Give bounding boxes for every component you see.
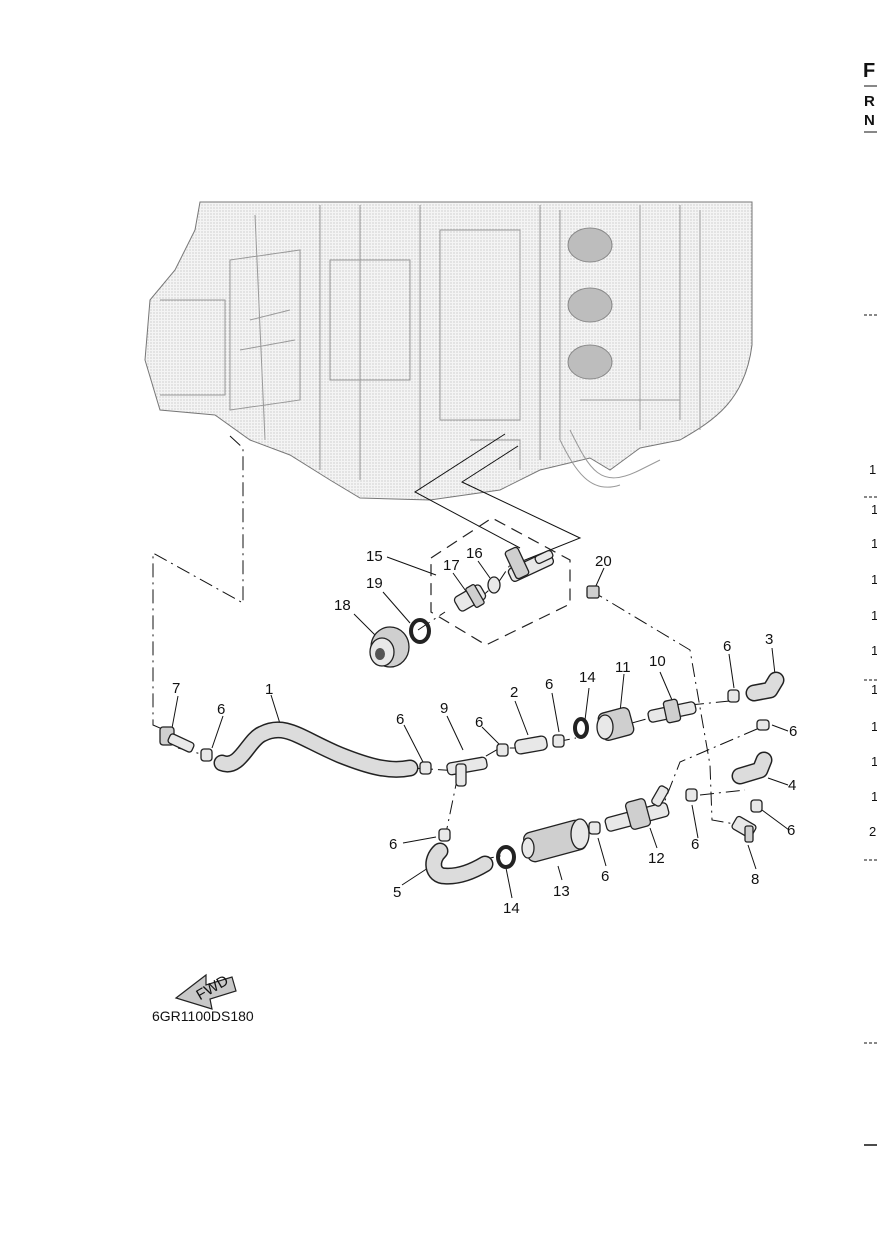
callout-6: 6 xyxy=(545,676,553,693)
edge-num: 2 xyxy=(869,824,876,839)
assembly-15-outline xyxy=(430,517,571,646)
callout-6: 6 xyxy=(389,836,397,853)
clip-6 xyxy=(552,734,565,748)
callout-12: 12 xyxy=(648,850,665,867)
edge-num: 1 xyxy=(871,502,877,517)
right-edge-page-text: F R N 1 1 1 1 1 1 1 1 1 1 2 xyxy=(863,60,877,1146)
callout-17: 17 xyxy=(443,557,460,574)
callout-6: 6 xyxy=(691,836,699,853)
callout-6: 6 xyxy=(396,711,404,728)
clip-6 xyxy=(685,788,698,802)
callout-3: 3 xyxy=(765,631,773,648)
edge-num: 1 xyxy=(871,719,877,734)
cap-18 xyxy=(369,626,410,668)
callouts: 1 2 3 4 5 6 6 6 6 6 6 6 6 6 6 7 8 9 10 1… xyxy=(172,545,797,917)
callout-6: 6 xyxy=(217,701,225,718)
clip-6 xyxy=(756,719,770,731)
edge-num: 1 xyxy=(871,754,877,769)
clip-6 xyxy=(200,748,213,762)
clamp-14 xyxy=(496,845,516,869)
callout-8: 8 xyxy=(751,871,759,888)
cap-11 xyxy=(596,707,635,741)
elbow-hose-3 xyxy=(745,671,785,702)
callout-20: 20 xyxy=(595,553,612,570)
callout-6: 6 xyxy=(601,868,609,885)
callout-2: 2 xyxy=(510,684,518,701)
callout-5: 5 xyxy=(393,884,401,901)
clip-6 xyxy=(438,828,451,842)
fwd-label: FWD xyxy=(193,972,231,1004)
clamp-19 xyxy=(409,618,431,644)
callout-6: 6 xyxy=(789,723,797,740)
fitting-17 xyxy=(453,584,487,612)
clip-6 xyxy=(588,821,601,835)
engine-block-illustration xyxy=(144,201,753,501)
parts xyxy=(159,546,785,885)
diagram-code: 6GR1100DS180 xyxy=(152,1008,254,1024)
hose-2 xyxy=(514,735,548,755)
callout-19: 19 xyxy=(366,575,383,592)
callout-16: 16 xyxy=(466,545,483,562)
fitting-10 xyxy=(647,698,697,724)
clamp-14 xyxy=(573,717,589,739)
callout-1: 1 xyxy=(265,681,273,698)
edge-num: 1 xyxy=(869,462,876,477)
hose-1 xyxy=(213,721,419,778)
edge-row-r: R xyxy=(864,93,875,110)
edge-row-n: N xyxy=(864,112,875,129)
clip-6 xyxy=(727,689,740,703)
callout-4: 4 xyxy=(788,777,796,794)
tee-9 xyxy=(446,756,488,787)
fitting-15 xyxy=(504,546,555,582)
clip-6 xyxy=(496,743,509,757)
callout-18: 18 xyxy=(334,597,351,614)
elbow-hose-4 xyxy=(731,751,773,785)
callout-14: 14 xyxy=(503,900,520,917)
leader-lines xyxy=(152,433,790,899)
callout-15: 15 xyxy=(366,548,383,565)
clip-6 xyxy=(419,761,432,775)
edge-num: 1 xyxy=(871,789,877,804)
fitting-12 xyxy=(604,785,670,832)
callout-13: 13 xyxy=(553,883,570,900)
fwd-arrow: FWD xyxy=(174,972,237,1010)
callout-6: 6 xyxy=(723,638,731,655)
edge-num: 1 xyxy=(871,682,877,697)
edge-num: 1 xyxy=(871,643,877,658)
callout-14: 14 xyxy=(579,669,596,686)
o-ring-16 xyxy=(487,576,501,594)
edge-heading-letter: F xyxy=(863,60,875,82)
clip-6 xyxy=(750,799,763,813)
hose-5 xyxy=(425,842,494,885)
screw-20 xyxy=(586,585,600,599)
fitting-8 xyxy=(731,815,757,843)
callout-10: 10 xyxy=(649,653,666,670)
edge-num: 1 xyxy=(871,608,877,623)
edge-num: 1 xyxy=(871,572,877,587)
cap-13 xyxy=(521,818,590,863)
callout-11: 11 xyxy=(615,659,631,676)
callout-7: 7 xyxy=(172,680,180,697)
edge-num: 1 xyxy=(871,536,877,551)
callout-6: 6 xyxy=(787,822,795,839)
callout-9: 9 xyxy=(440,700,448,717)
fitting-7 xyxy=(159,726,195,753)
callout-6: 6 xyxy=(475,714,483,731)
